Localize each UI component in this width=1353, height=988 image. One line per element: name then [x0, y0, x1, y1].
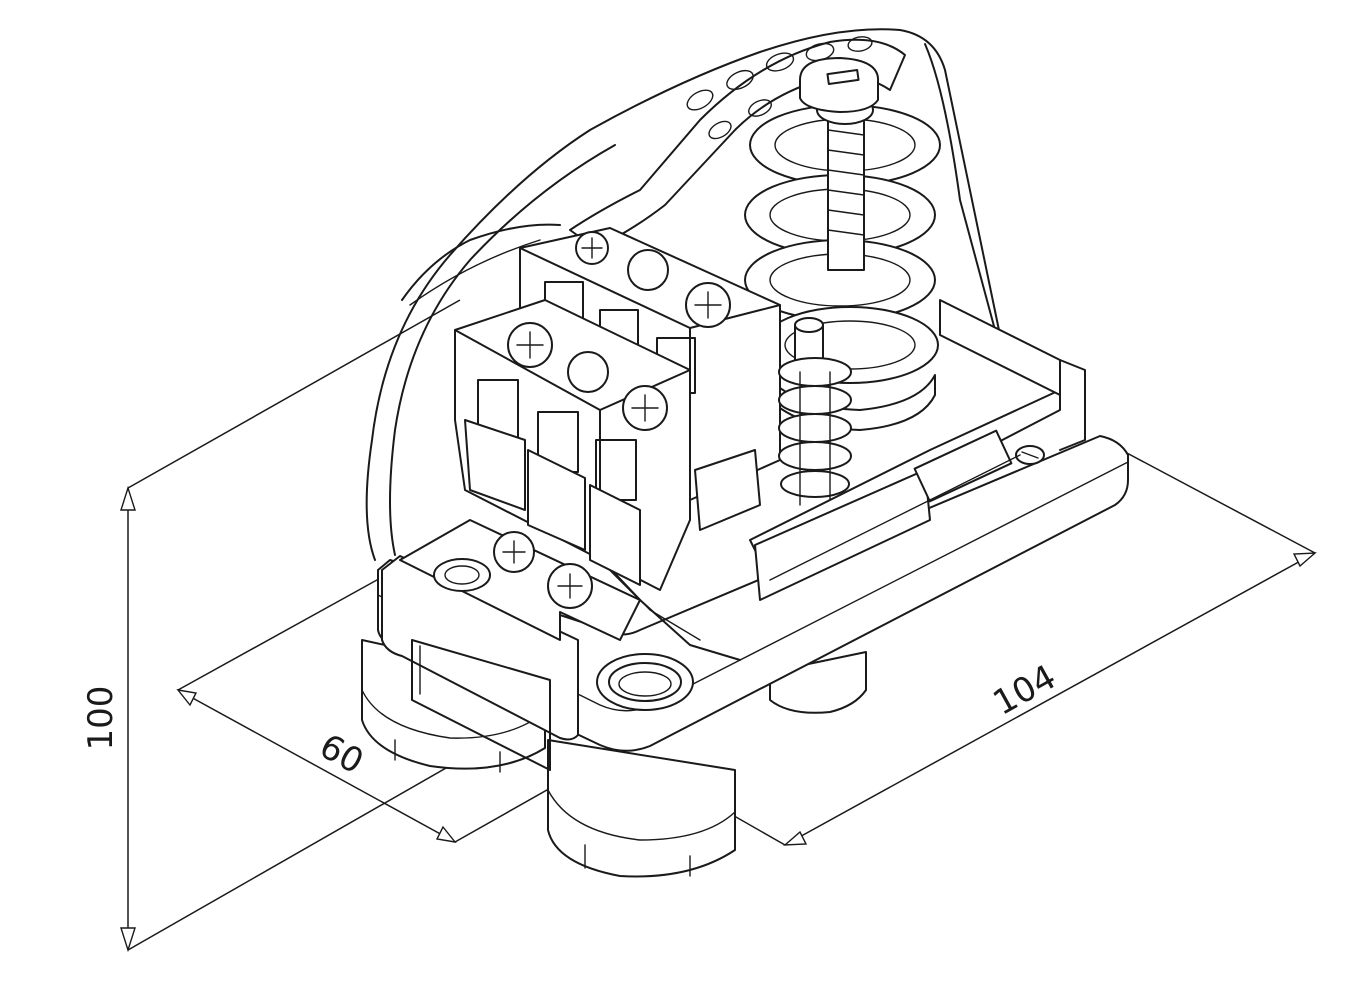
length-dimension-line [784, 552, 1316, 846]
differential-spring [778, 317, 852, 506]
height-extension-top [127, 299, 461, 489]
cover-hood [365, 28, 1001, 561]
front-plate [381, 555, 579, 771]
earth-terminal [399, 519, 741, 661]
mounting-hole-front [596, 653, 694, 711]
height-extension-bottom [127, 759, 461, 951]
height-dimension-label: 100 [81, 686, 121, 751]
terminal-block-front [454, 299, 761, 591]
height-arrow-top [120, 485, 136, 511]
height-arrow-bottom [120, 927, 136, 953]
length-arrow-right [1292, 552, 1317, 568]
length-arrow-left [783, 830, 808, 846]
depth-dimension-label: 60 [313, 726, 370, 782]
pressure-switch-illustration [361, 28, 1129, 878]
depth-dimension-line [177, 689, 456, 843]
length-extension-right [1124, 451, 1316, 554]
adjustment-screw-main [799, 57, 880, 271]
dimension-height: 100 [81, 299, 461, 953]
cable-gland-center [547, 739, 736, 878]
switch-body [749, 299, 1086, 601]
depth-extension-left [177, 569, 396, 691]
depth-arrow-right [435, 825, 457, 843]
depth-arrow-left [176, 689, 198, 707]
